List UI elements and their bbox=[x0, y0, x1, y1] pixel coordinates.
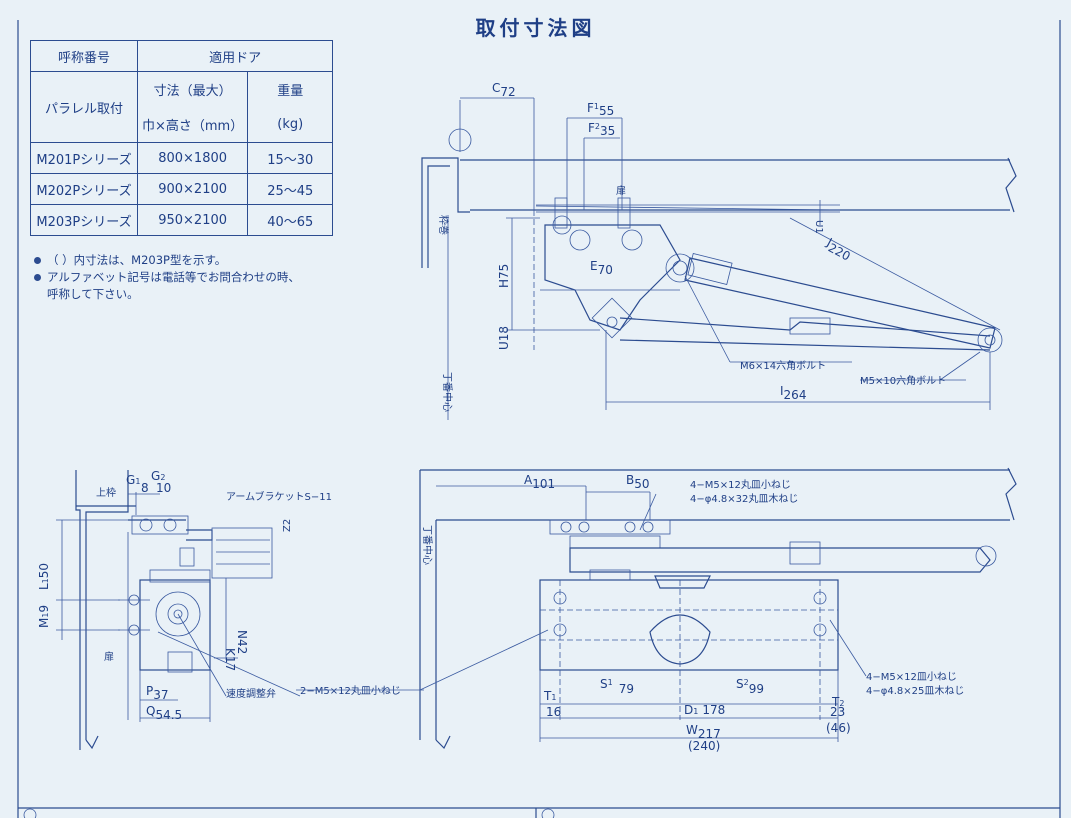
dim-u: U18 bbox=[497, 326, 511, 350]
table-cell-model: M202Pシリーズ bbox=[30, 173, 138, 205]
table-size-unit: 巾×高さ（mm） bbox=[136, 107, 249, 143]
dim-a: A101 bbox=[524, 473, 555, 491]
side-view-drawing: G1 G2 8 10 上枠 アームブラケットS−11 Z2 L150 M19 N… bbox=[37, 469, 401, 750]
table-header-door: 適用ドア bbox=[136, 40, 334, 72]
dim-l1: L150 bbox=[37, 563, 51, 590]
door-label: 扉 bbox=[616, 184, 626, 197]
screw-a1-label: 4−M5×12丸皿小ねじ bbox=[690, 478, 791, 491]
dim-c: C72 bbox=[492, 81, 516, 99]
table-cell-model: M201Pシリーズ bbox=[30, 142, 138, 174]
dim-w: W217 bbox=[686, 723, 721, 741]
dim-f2: F235 bbox=[588, 121, 615, 138]
screw-b1-label: 4−M5×12皿小ねじ bbox=[866, 671, 957, 683]
dim-g2: G2 bbox=[151, 469, 165, 483]
dim-h: H75 bbox=[497, 264, 511, 288]
dim-t1-value: 16 bbox=[546, 705, 561, 719]
front-view-drawing: 丁番中心 A101 B50 4−M5×12丸皿小ねじ 4−φ4.8×32丸皿木ね… bbox=[296, 467, 1017, 753]
table-size-title: 寸法（最大） bbox=[136, 71, 249, 107]
note-line: 呼称して下さい。 bbox=[47, 287, 139, 301]
table-cell-weight: 40〜65 bbox=[247, 204, 334, 236]
table-header-model: 呼称番号 bbox=[30, 40, 138, 72]
dim-f1: F155 bbox=[587, 101, 614, 118]
dim-m1: M19 bbox=[37, 605, 51, 628]
hinge-center-label: 丁番中心 bbox=[421, 525, 434, 565]
table-row-label: パラレル取付 bbox=[30, 71, 138, 143]
spec-table: 呼称番号 適用ドア パラレル取付 寸法（最大） 重量 巾×高さ（mm） (kg)… bbox=[30, 40, 334, 236]
notes: （ ）内寸法は、M203P型を示す。 アルファベット記号は電話等でお問合わせの時… bbox=[34, 252, 300, 303]
dim-b: B50 bbox=[626, 473, 650, 491]
dim-u1: U1 bbox=[813, 220, 824, 234]
table-weight-title: 重量 bbox=[247, 71, 334, 107]
dim-g1-value: 8 bbox=[141, 481, 149, 495]
screw-a2-label: 4−φ4.8×32丸皿木ねじ bbox=[690, 492, 798, 505]
bullet-icon bbox=[34, 274, 41, 281]
bullet-icon bbox=[34, 257, 41, 264]
dim-e: E70 bbox=[590, 259, 613, 277]
table-cell-size: 900×2100 bbox=[136, 173, 249, 205]
table-cell-model: M203Pシリーズ bbox=[30, 204, 138, 236]
arm-bracket-label: アームブラケットS−11 bbox=[226, 490, 332, 503]
dim-i: I264 bbox=[780, 384, 806, 402]
dim-zn: Z2 bbox=[282, 519, 293, 532]
door-label: 扉 bbox=[104, 650, 114, 663]
dim-t2-alt: (46) bbox=[826, 721, 851, 735]
top-view-drawing: C72 F155 F235 扉 枠巻 J220 E70 H75 U18 U1 丁… bbox=[421, 81, 1017, 420]
dim-t2-value: 23 bbox=[830, 705, 845, 719]
screw-b2-label: 4−φ4.8×25皿木ねじ bbox=[866, 685, 964, 697]
screw-label: 2−M5×12丸皿小ねじ bbox=[300, 684, 401, 697]
dim-w-alt: (240) bbox=[688, 739, 720, 753]
dim-q: Q54.5 bbox=[146, 704, 182, 722]
dim-g2-value: 10 bbox=[156, 481, 171, 495]
dim-s2: S299 bbox=[736, 677, 764, 696]
note-line: アルファベット記号は電話等でお問合わせの時、 bbox=[34, 269, 300, 286]
dim-p: P37 bbox=[146, 684, 169, 702]
dim-n: N42 bbox=[235, 630, 249, 654]
table-weight-unit: (kg) bbox=[247, 107, 334, 143]
dim-k: K17 bbox=[223, 648, 237, 671]
table-cell-weight: 15〜30 bbox=[247, 142, 334, 174]
table-cell-size: 950×2100 bbox=[136, 204, 249, 236]
hinge-center-label: 丁番中心 bbox=[441, 372, 454, 412]
dim-t2: T2 bbox=[831, 695, 844, 709]
dim-g1: G1 bbox=[126, 473, 140, 487]
dim-j: J220 bbox=[822, 235, 855, 264]
note-line: （ ）内寸法は、M203P型を示す。 bbox=[34, 252, 300, 269]
bolt-m5-label: M5×10六角ボルト bbox=[860, 375, 946, 387]
bolt-m6-label: M6×14六角ボルト bbox=[740, 360, 826, 372]
frame-label: 枠巻 bbox=[437, 215, 450, 235]
page-title: 取付寸法図 bbox=[475, 16, 596, 40]
dim-t1: T1 bbox=[543, 689, 556, 703]
upper-frame-label: 上枠 bbox=[96, 486, 116, 499]
speed-valve-label: 速度調整弁 bbox=[226, 687, 276, 700]
